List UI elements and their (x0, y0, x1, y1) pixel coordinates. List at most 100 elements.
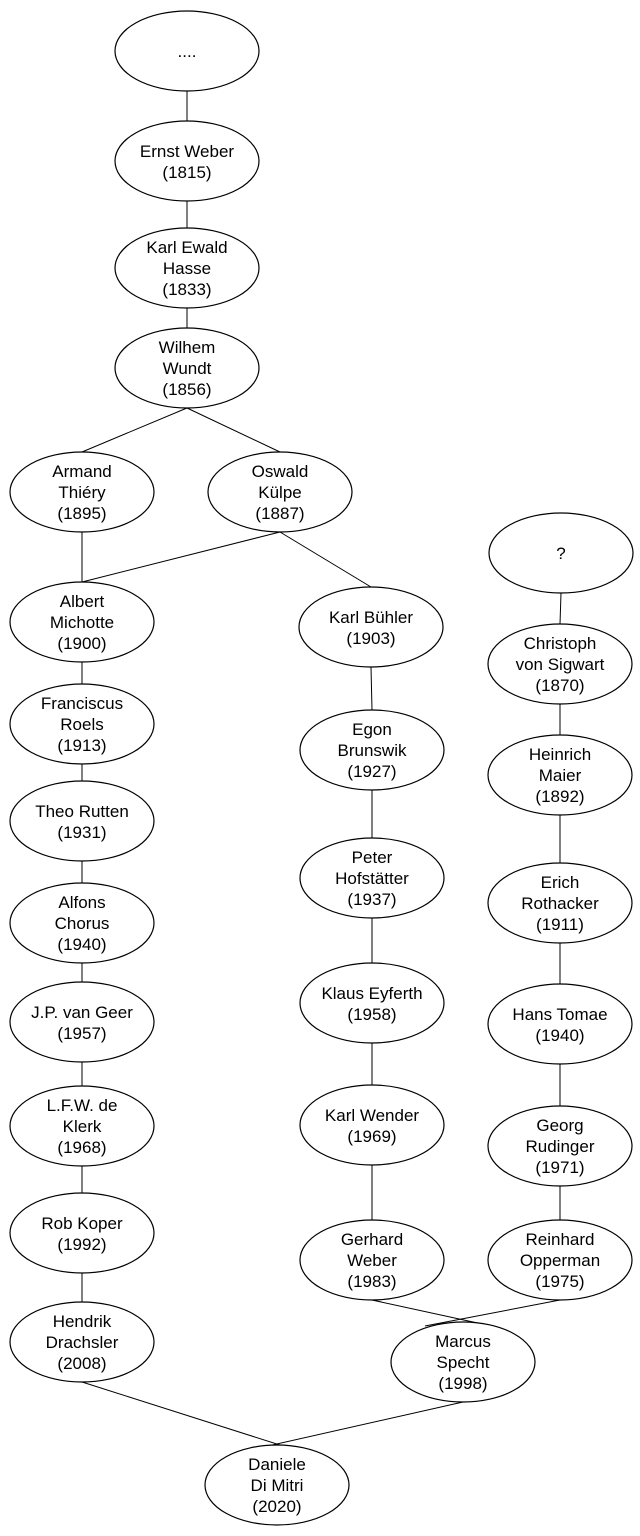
node-label-erich-rothacker-line-1: Rothacker (521, 894, 599, 913)
nodes-layer: ....Ernst Weber(1815)Karl EwaldHasse(183… (9, 10, 634, 1526)
node-label-karl-ewald-hasse-line-0: Karl Ewald (146, 238, 227, 257)
node-label-ernst-weber-line-0: Ernst Weber (140, 142, 235, 161)
node-label-karl-ewald-hasse-line-1: Hasse (163, 259, 211, 278)
node-label-lfw-de-klerk-line-2: (1968) (57, 1138, 106, 1157)
node-label-gerhard-weber-line-0: Gerhard (341, 1230, 403, 1249)
node-label-heinrich-maier-line-0: Heinrich (529, 745, 591, 764)
node-label-reinhard-opperman-line-2: (1975) (535, 1272, 584, 1291)
node-ellipse-peter-hofstatter (299, 837, 445, 919)
node-label-marcus-specht-line-2: (1998) (438, 1374, 487, 1393)
node-label-gerhard-weber-line-1: Weber (347, 1251, 397, 1270)
node-label-unknown-line-0: ? (556, 544, 565, 563)
node-label-karl-wender-line-0: Karl Wender (325, 1106, 420, 1125)
node-label-lfw-de-klerk-line-0: L.F.W. de (47, 1096, 118, 1115)
node-label-christoph-von-sigwart-line-0: Christoph (524, 634, 597, 653)
edge-unknown-to-christoph-von-sigwart (559, 592, 562, 625)
node-label-karl-wender-line-1: (1969) (347, 1127, 396, 1146)
node-label-heinrich-maier-line-2: (1892) (535, 787, 584, 806)
node-label-reinhard-opperman-line-1: Opperman (520, 1251, 600, 1270)
node-jp-van-geer: J.P. van Geer(1957) (9, 981, 155, 1063)
node-label-peter-hofstatter-line-1: Hofstätter (335, 869, 409, 888)
node-ellipse-oswald-kulpe (207, 451, 353, 533)
node-hans-tomae: Hans Tomae (1940) (487, 983, 633, 1065)
node-label-albert-michotte-line-2: (1900) (57, 634, 106, 653)
node-label-karl-buhler-line-1: (1903) (346, 629, 395, 648)
node-label-theo-rutten-line-0: Theo Rutten (35, 802, 129, 821)
node-ellipse-hendrik-drachsler (9, 1301, 155, 1383)
node-label-christoph-von-sigwart-line-2: (1870) (535, 676, 584, 695)
node-label-armand-thiery-line-0: Armand (52, 462, 112, 481)
node-label-klaus-eyferth-line-0: Klaus Eyferth (321, 984, 422, 1003)
node-label-franciscus-roels-line-0: Franciscus (41, 694, 123, 713)
node-label-armand-thiery-line-1: Thiéry (58, 483, 106, 502)
node-label-hendrik-drachsler-line-1: Drachsler (46, 1333, 119, 1352)
node-label-albert-michotte-line-0: Albert (60, 592, 105, 611)
node-label-ernst-weber-line-1: (1815) (162, 163, 211, 182)
node-klaus-eyferth: Klaus Eyferth (1958) (299, 962, 445, 1044)
node-ellipse-egon-brunswik (299, 709, 445, 791)
node-theo-rutten: Theo Rutten (1931) (9, 780, 155, 862)
node-ellipse-daniele-di-mitri (204, 1444, 350, 1526)
node-label-oswald-kulpe-line-1: Külpe (258, 483, 301, 502)
node-label-peter-hofstatter-line-0: Peter (352, 848, 393, 867)
node-ellipse-theo-rutten (9, 780, 155, 862)
node-ellipse-armand-thiery (9, 451, 155, 533)
node-label-klaus-eyferth-line-1: (1958) (347, 1005, 396, 1024)
edge-oswald-kulpe-to-karl-buhler (279, 531, 372, 588)
node-label-hans-tomae-line-1: (1940) (535, 1026, 584, 1045)
node-label-wilhem-wundt-line-0: Wilhem (159, 338, 216, 357)
node-label-reinhard-opperman-line-0: Reinhard (526, 1230, 595, 1249)
node-label-marcus-specht-line-1: Specht (437, 1353, 490, 1372)
node-ellipse-marcus-specht (390, 1321, 536, 1403)
node-ellipse-ancestors (114, 10, 260, 92)
node-label-rob-koper-line-0: Rob Koper (41, 1214, 123, 1233)
node-label-franciscus-roels-line-2: (1913) (57, 736, 106, 755)
node-label-ancestors-line-0: .... (178, 42, 197, 61)
node-ellipse-karl-buhler (298, 586, 444, 668)
node-label-oswald-kulpe-line-0: Oswald (252, 462, 309, 481)
edge-karl-buhler-to-egon-brunswik (370, 666, 373, 711)
node-ellipse-franciscus-roels (9, 683, 155, 765)
node-label-hans-tomae-line-0: Hans Tomae (512, 1005, 607, 1024)
node-label-gerhard-weber-line-2: (1983) (347, 1272, 396, 1291)
node-label-hendrik-drachsler-line-0: Hendrik (53, 1312, 112, 1331)
edge-oswald-kulpe-to-albert-michotte (81, 531, 281, 583)
node-ellipse-ernst-weber (114, 120, 260, 202)
node-label-alfons-chorus-line-2: (1940) (57, 935, 106, 954)
node-ellipse-karl-wender (299, 1084, 445, 1166)
node-label-rob-koper-line-1: (1992) (57, 1235, 106, 1254)
node-ellipse-klaus-eyferth (299, 962, 445, 1044)
node-label-daniele-di-mitri-line-2: (2020) (252, 1497, 301, 1516)
node-ellipse-wilhem-wundt (114, 327, 260, 409)
node-label-erich-rothacker-line-0: Erich (541, 873, 580, 892)
node-ellipse-unknown (488, 512, 634, 594)
node-ellipse-christoph-von-sigwart (487, 623, 633, 705)
node-label-wilhem-wundt-line-1: Wundt (163, 359, 212, 378)
node-ellipse-heinrich-maier (487, 734, 633, 816)
node-ellipse-reinhard-opperman (487, 1219, 633, 1301)
node-ellipse-karl-ewald-hasse (114, 227, 260, 309)
node-ellipse-lfw-de-klerk (9, 1085, 155, 1167)
node-label-marcus-specht-line-0: Marcus (435, 1332, 491, 1351)
edge-reinhard-opperman-to-marcus-specht (424, 1299, 561, 1327)
node-label-peter-hofstatter-line-2: (1937) (347, 890, 396, 909)
node-ellipse-alfons-chorus (9, 882, 155, 964)
node-ellipse-hans-tomae (487, 983, 633, 1065)
node-label-georg-rudinger-line-1: Rudinger (526, 1137, 595, 1156)
node-label-armand-thiery-line-2: (1895) (57, 504, 106, 523)
node-unknown: ? (488, 512, 634, 594)
node-label-theo-rutten-line-1: (1931) (57, 823, 106, 842)
